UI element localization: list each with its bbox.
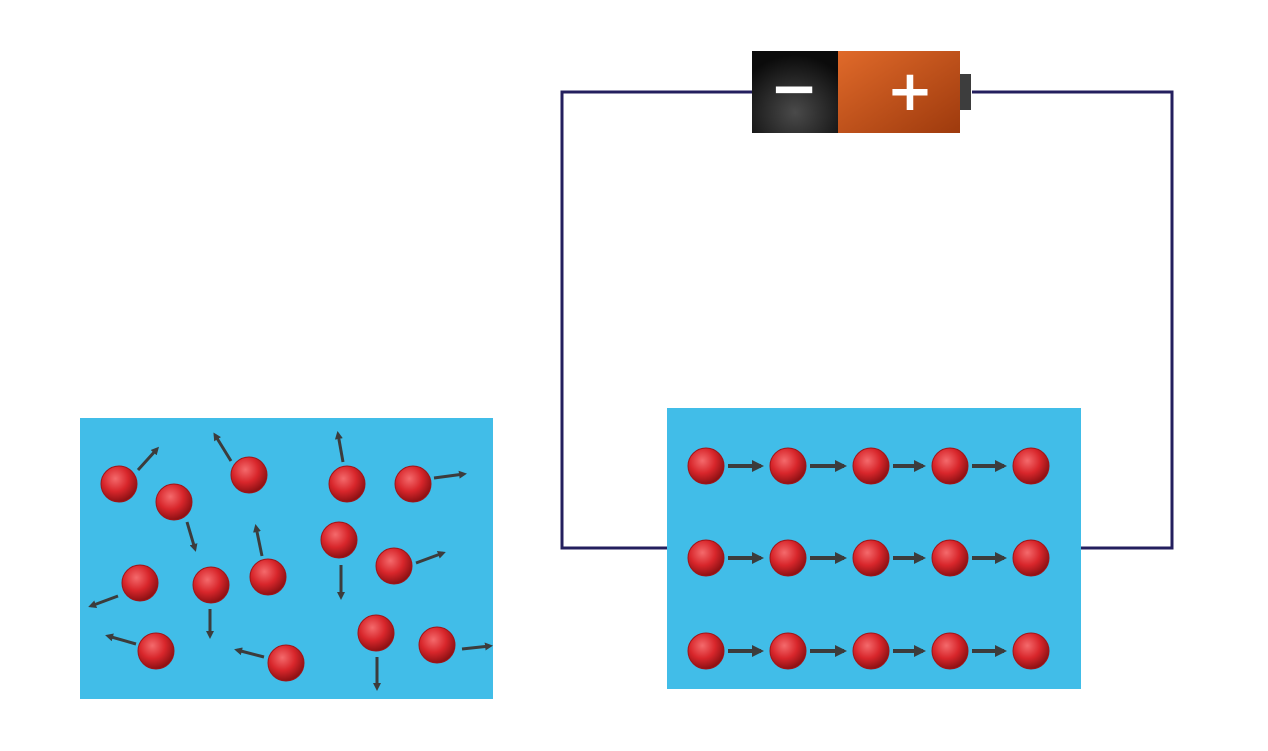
battery-icon: − +: [752, 51, 971, 133]
particle-icon: [931, 447, 969, 485]
arrow-icon: [234, 647, 265, 659]
random-particles: [88, 431, 493, 691]
arrow-icon: [461, 642, 493, 651]
arrow-icon: [105, 633, 137, 646]
particle-icon: [931, 632, 969, 670]
arrow-icon: [334, 431, 345, 463]
particle-icon: [100, 465, 138, 503]
particle-icon: [418, 626, 456, 664]
particle-icon: [320, 521, 358, 559]
battery-positive-terminal: [838, 51, 960, 133]
circuit-wire: [560, 90, 1174, 550]
particle-icon: [249, 558, 287, 596]
particle-icon: [769, 632, 807, 670]
particle-icon: [769, 539, 807, 577]
particle-icon: [931, 539, 969, 577]
particle-icon: [137, 632, 175, 670]
particle-icon: [1012, 539, 1050, 577]
particle-icon: [328, 465, 366, 503]
arrow-icon: [136, 446, 160, 472]
arrow-icon: [185, 521, 198, 552]
particle-icon: [121, 564, 159, 602]
particle-icon: [230, 456, 268, 494]
particle-icon: [357, 614, 395, 652]
particle-icon: [687, 632, 725, 670]
particle-icon: [155, 483, 193, 521]
particle-icon: [375, 547, 413, 585]
particle-icon: [852, 539, 890, 577]
particle-icon: [394, 465, 432, 503]
particle-icon: [687, 539, 725, 577]
battery-negative-label: −: [770, 54, 819, 122]
arrow-icon: [253, 524, 264, 557]
particle-icon: [852, 632, 890, 670]
particle-icon: [267, 644, 305, 682]
flow-particles: [687, 447, 1050, 670]
particle-icon: [852, 447, 890, 485]
random-motion-panel: [80, 418, 493, 699]
battery-negative-terminal: [752, 51, 838, 133]
particle-icon: [1012, 632, 1050, 670]
particle-icon: [1012, 447, 1050, 485]
directed-flow-panel: [667, 408, 1081, 689]
particle-icon: [769, 447, 807, 485]
battery-nub: [960, 74, 971, 110]
particle-icon: [192, 566, 230, 604]
arrow-icon: [88, 594, 119, 609]
arrow-icon: [213, 432, 233, 462]
arrow-icon: [433, 470, 467, 480]
arrow-icon: [415, 550, 446, 565]
battery-positive-label: +: [887, 59, 934, 124]
particle-icon: [687, 447, 725, 485]
